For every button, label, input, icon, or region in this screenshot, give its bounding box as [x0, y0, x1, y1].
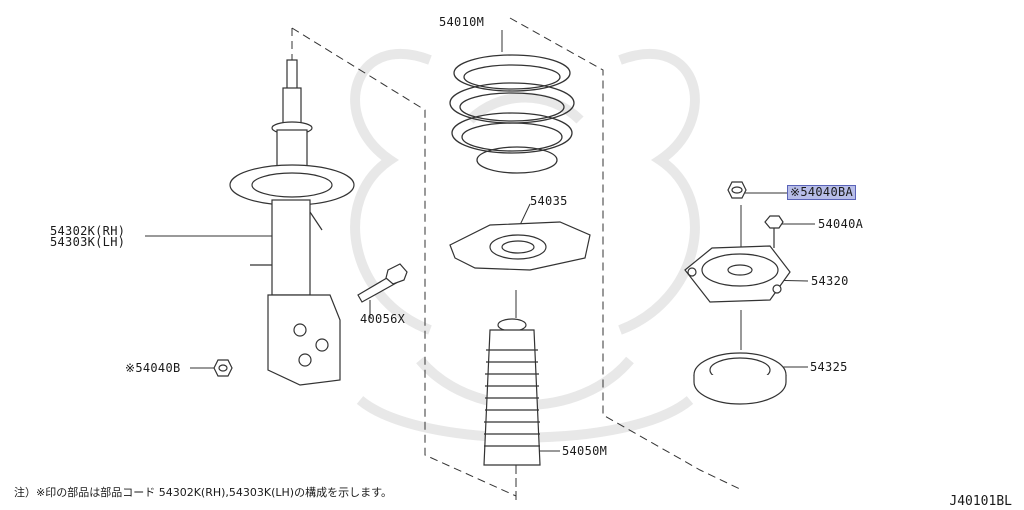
label-54320[interactable]: 54320	[811, 274, 849, 288]
label-54035[interactable]: 54035	[530, 194, 568, 208]
strut-assembly	[229, 59, 355, 386]
label-54302k-rh[interactable]: 54302K(RH)	[50, 224, 126, 238]
label-54040a[interactable]: 54040A	[818, 217, 864, 231]
nut-54040ba	[727, 181, 747, 199]
label-54040b[interactable]: ※54040B	[125, 361, 181, 375]
strut-mount	[684, 245, 791, 303]
label-40056x[interactable]: 40056X	[360, 312, 406, 326]
footnote: 注）※印の部品は部品コード 54302K(RH),54303K(LH)の構成を示…	[14, 486, 393, 499]
label-54303k-lh[interactable]: 54303K(LH)	[50, 235, 126, 249]
coil-spring	[449, 54, 575, 174]
label-54040ba[interactable]: ※54040BA	[787, 185, 857, 200]
nut-54040b	[213, 359, 233, 377]
insulator	[693, 352, 787, 405]
diagram-code: J40101BL	[949, 494, 1012, 509]
spring-seat	[449, 221, 591, 271]
bump-boot	[483, 318, 541, 466]
label-54010m[interactable]: 54010M	[439, 15, 485, 29]
bolt-40056x	[357, 263, 408, 303]
dashed-lines-strut	[291, 17, 743, 500]
label-54050m[interactable]: 54050M	[562, 444, 608, 458]
bolt-54040a	[764, 215, 784, 248]
label-54325[interactable]: 54325	[810, 360, 848, 374]
